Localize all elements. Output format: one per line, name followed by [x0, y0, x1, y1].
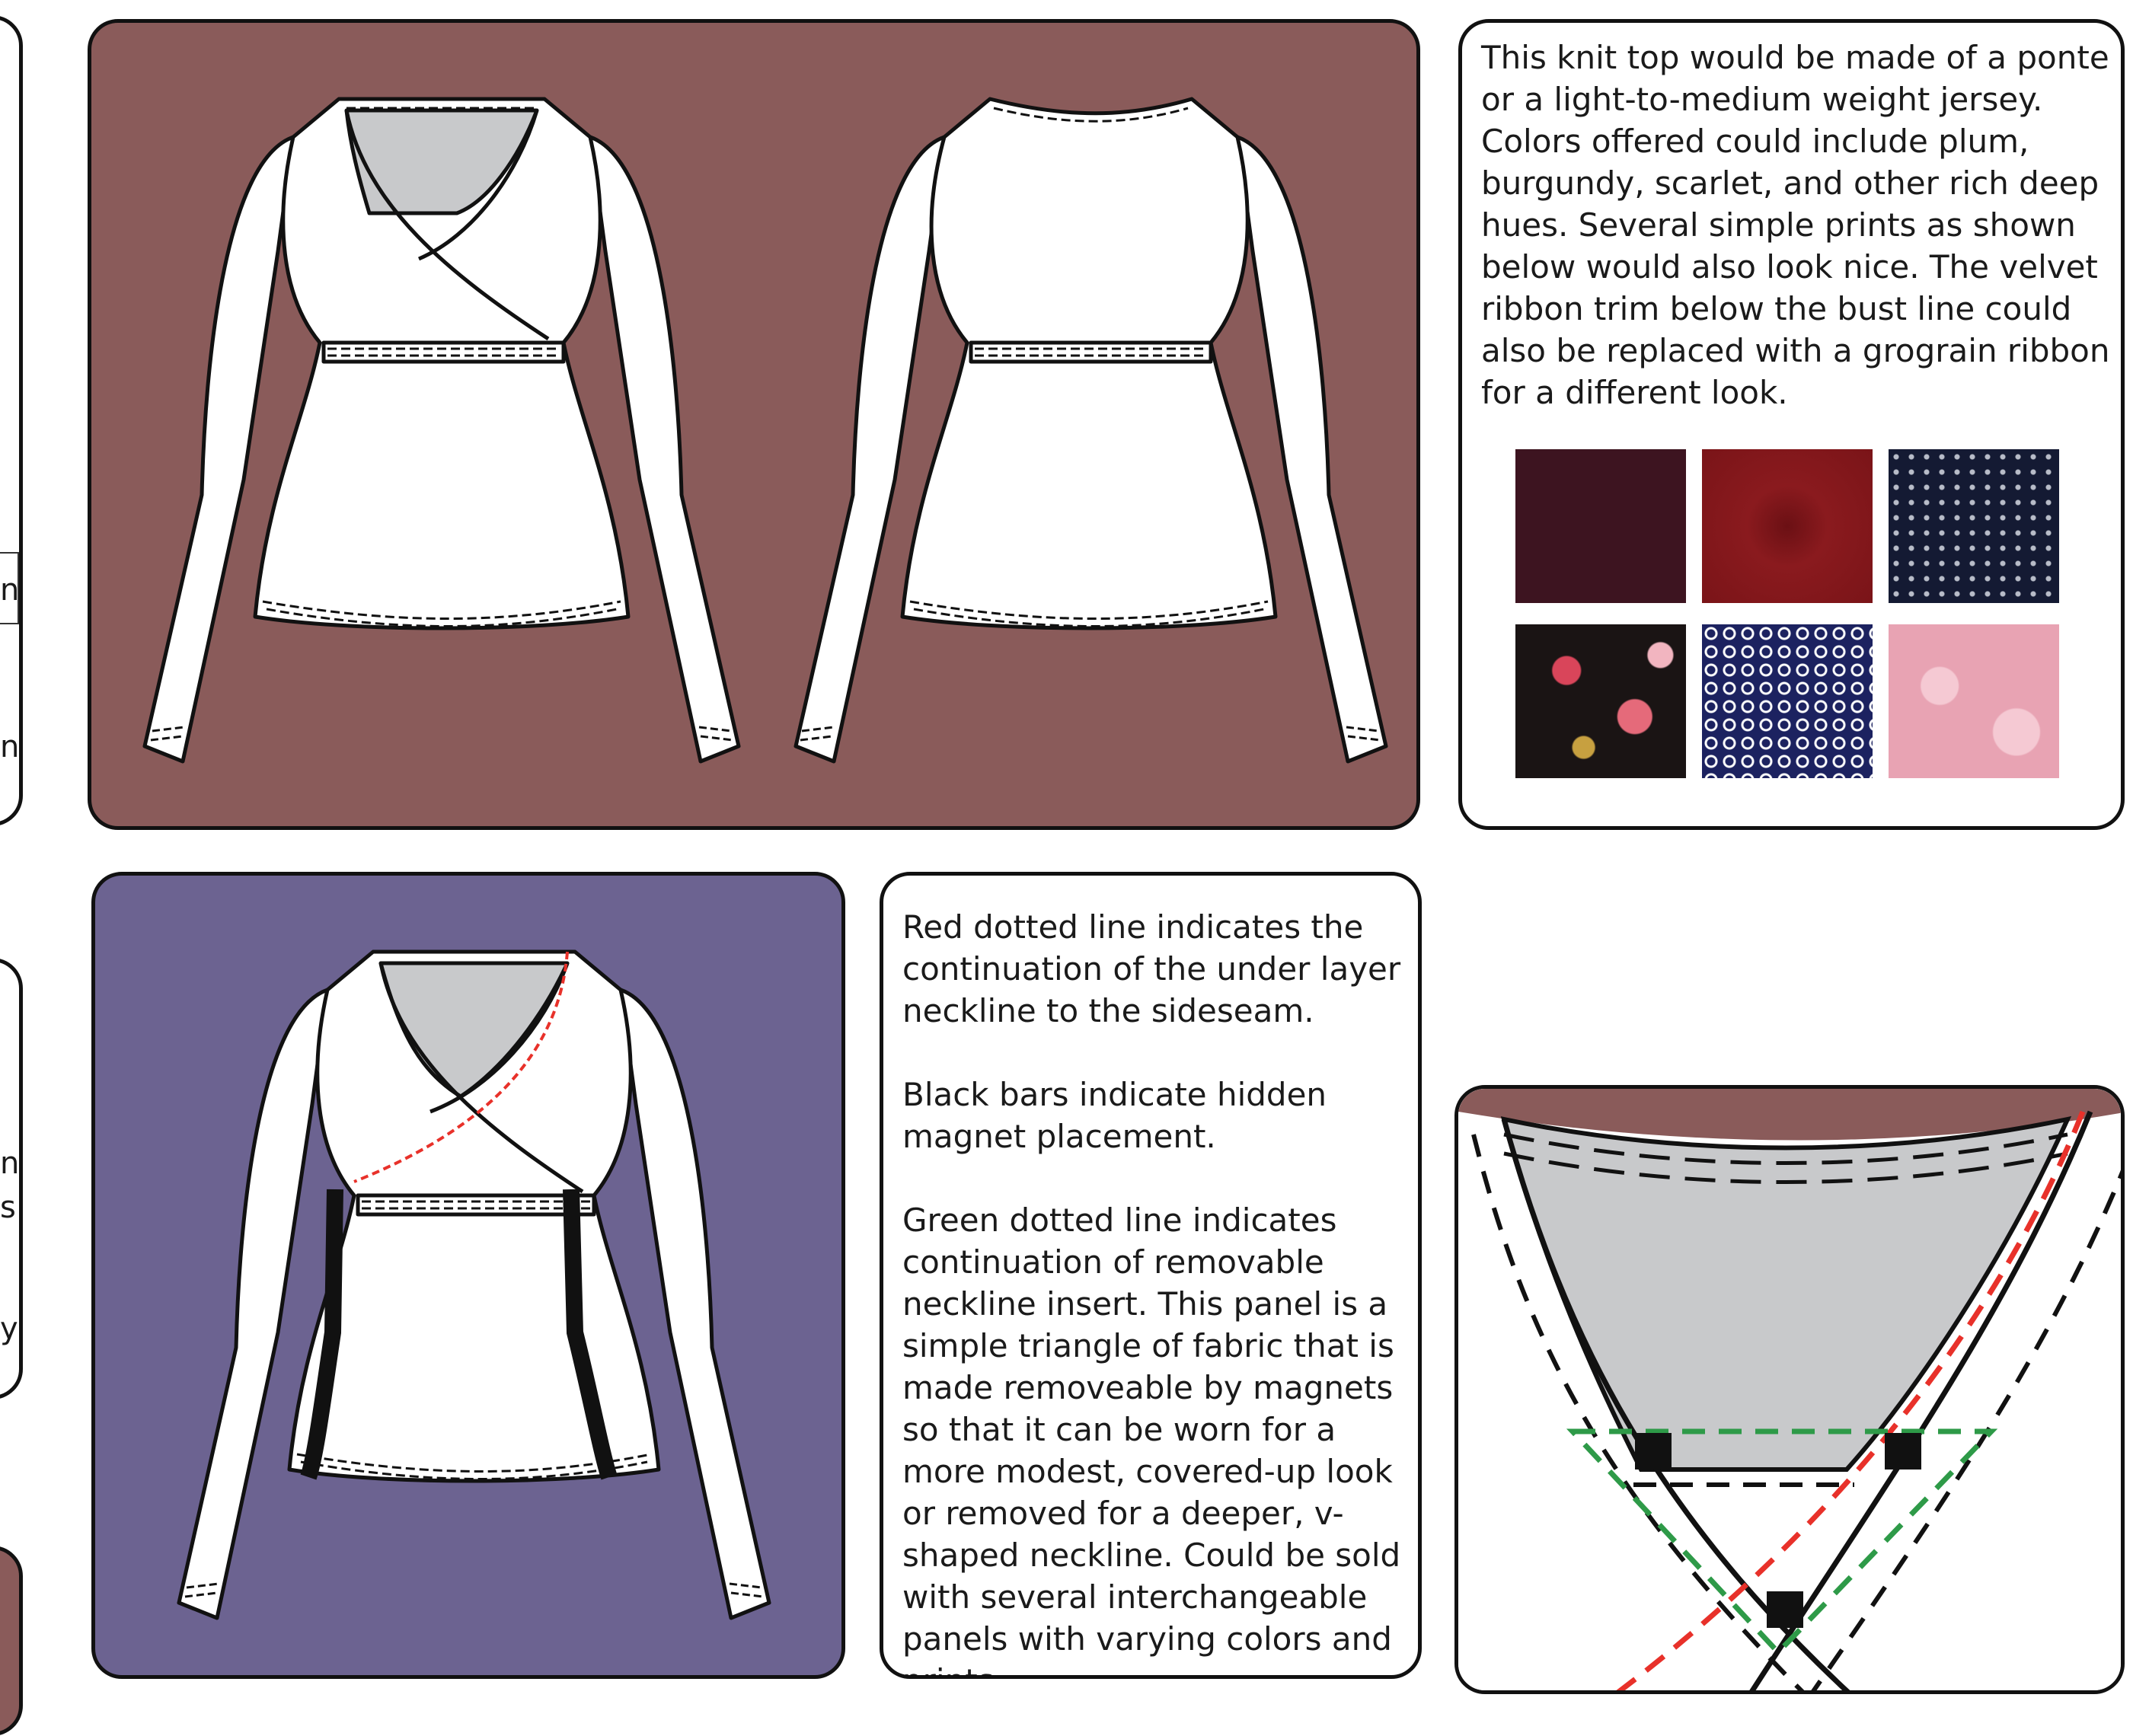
- empire-band: [321, 340, 566, 364]
- magnet-bar-right: [563, 1189, 618, 1480]
- detail-neckline-gray: [1500, 1115, 2072, 1472]
- partial-box: [0, 552, 19, 624]
- back-left-sleeve: [793, 135, 947, 764]
- back-top-flat: [793, 97, 1388, 764]
- back-empire-band: [969, 340, 1213, 364]
- front-top-flat: [142, 97, 741, 764]
- construction-note: Red dotted line indicates the continuati…: [902, 908, 1401, 1675]
- mod-left-sleeve: [177, 988, 330, 1620]
- detail-red-line: [1616, 1110, 2086, 1690]
- swatch-burgundy: [1702, 449, 1873, 603]
- swatch-floral-black: [1515, 624, 1686, 778]
- flats-panel: [88, 19, 1420, 830]
- swatch-navy-dots: [1889, 449, 2059, 603]
- magnet-bar-left: [300, 1189, 343, 1480]
- mod-right-sleeve: [618, 988, 771, 1620]
- magnet-square-center: [1767, 1591, 1803, 1628]
- magnet-square-right: [1885, 1433, 1921, 1470]
- partial-text-5: y: [0, 1311, 18, 1346]
- back-right-sleeve: [1235, 135, 1388, 764]
- partial-panel-bottom: [0, 1546, 23, 1736]
- neckline-insert: [344, 108, 539, 215]
- mod-wrap-left: [378, 962, 584, 1194]
- partial-panel-top: [0, 15, 23, 826]
- materials-note: This knit top would be made of a ponte o…: [1481, 39, 2110, 411]
- mod-wrap-right: [429, 962, 570, 1114]
- detail-mauve: [1458, 1089, 2121, 1141]
- materials-panel: This knit top would be made of a ponte o…: [1458, 19, 2125, 830]
- neckline-detail-panel: [1454, 1085, 2125, 1694]
- swatch-navy-geometric: [1702, 624, 1873, 778]
- modified-flat-panel: [91, 872, 845, 1679]
- partial-text-2: n: [0, 729, 20, 764]
- modified-flat-drawing: [177, 949, 771, 1620]
- partial-text-1: n: [0, 573, 20, 608]
- left-sleeve: [142, 135, 295, 764]
- partial-text-3: n: [0, 1146, 20, 1181]
- swatch-plum: [1515, 449, 1686, 603]
- wrap-line-right: [418, 110, 539, 261]
- magnet-square-left: [1635, 1433, 1672, 1470]
- partial-panel-middle: [0, 958, 23, 1399]
- partial-text-4: s: [0, 1190, 16, 1225]
- flats-drawing: [142, 97, 1388, 764]
- neckline-detail-drawing: [1458, 1089, 2121, 1690]
- wrap-line-left: [344, 110, 550, 341]
- swatch-pink-floral: [1889, 624, 2059, 778]
- detail-wrap-right: [1749, 1110, 2093, 1690]
- right-sleeve: [588, 135, 741, 764]
- red-underlayer-line: [353, 951, 569, 1183]
- construction-panel: Red dotted line indicates the continuati…: [880, 872, 1422, 1679]
- mod-empire-band: [356, 1193, 596, 1217]
